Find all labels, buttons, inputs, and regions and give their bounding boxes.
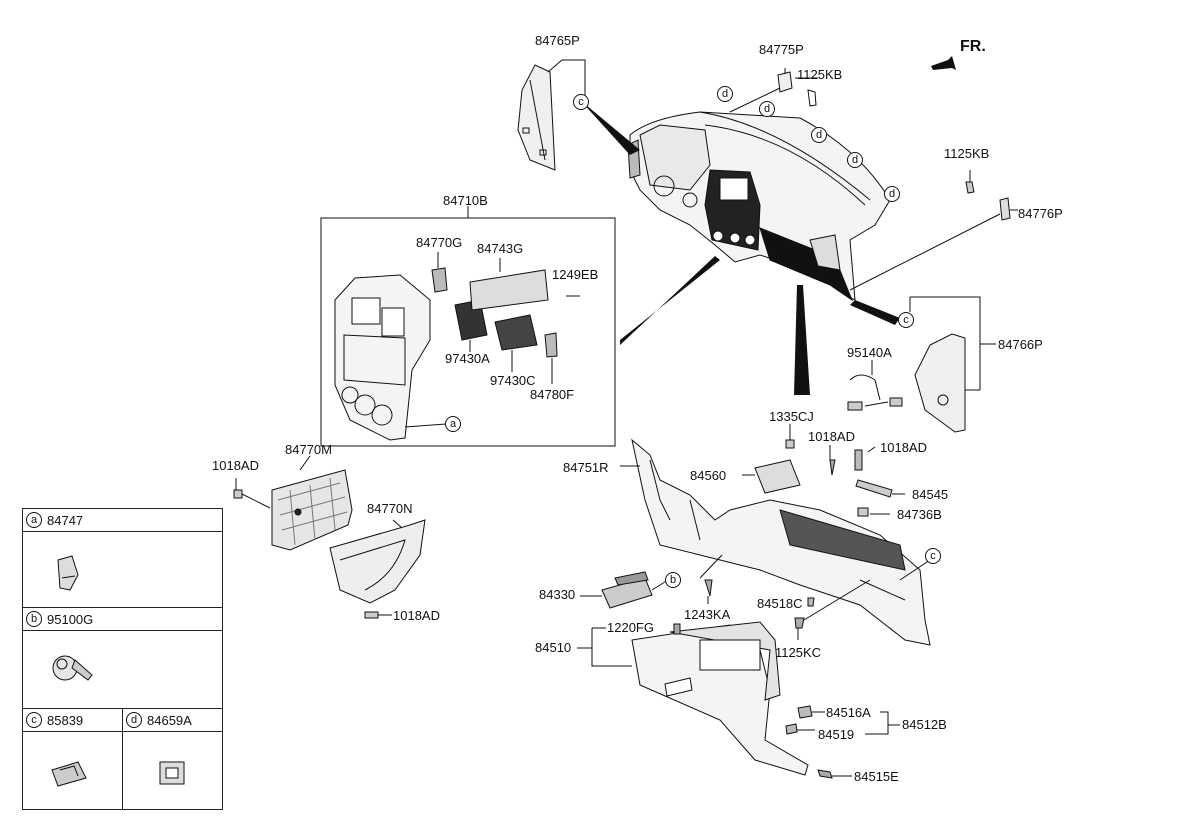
part-label-84515E: 84515E [854,769,899,784]
legend-letter-c: c [26,712,42,728]
center-fascia [334,274,447,441]
part-label-84510: 84510 [535,640,572,655]
part-label-1220FG: 1220FG [607,620,654,635]
part-label-84775P: 84775P [759,42,804,57]
clip-85839-icon [51,761,87,787]
callout-d-1: d [717,86,733,102]
part-label-84776P: 84776P [1018,206,1063,221]
part-label-1018AD-d: 1018AD [393,608,440,623]
part-label-1335CJ: 1335CJ [769,409,814,424]
legend-letter-b: b [26,611,42,627]
legend-code-c: 85839 [47,713,84,728]
air-vent-97430C [494,314,538,351]
part-label-84770M: 84770M [285,442,332,457]
part-label-1243KA: 1243KA [684,607,731,622]
legend-cell-c: c 85839 [22,708,123,810]
part-label-1018AD-c: 1018AD [212,458,259,473]
callout-legend: a 84747 b 95100G c 85839 d 84659A [22,508,223,810]
callout-d-5: d [884,186,900,202]
dashboard-upper-panel [627,111,891,302]
front-direction-label: FR. [960,38,986,55]
legend-letter-d: d [126,712,142,728]
part-label-84516A: 84516A [826,705,871,720]
grommet-84659A-icon [159,761,185,785]
legend-cell-b: b 95100G [22,607,223,709]
part-label-84519: 84519 [818,727,855,742]
side-trim-right [914,333,966,433]
part-label-1125KB-b: 1125KB [944,146,990,161]
glove-box-84510 [631,621,809,776]
lower-panel-84770N [329,519,426,604]
part-label-1249EB: 1249EB [552,267,599,282]
part-label-84545: 84545 [912,487,949,502]
part-label-84743G: 84743G [477,241,524,256]
callout-a: a [445,416,461,432]
part-label-1018AD-b: 1018AD [880,440,927,455]
part-label-84765P: 84765P [535,33,580,48]
part-label-1125KB: 1125KB [797,67,843,82]
front-arrow-icon [931,56,956,70]
callout-d-2: d [759,101,775,117]
lower-crash-pad [631,438,931,646]
cluster-hood-84743G [469,269,549,311]
part-label-84512B: 84512B [902,717,947,732]
part-label-84770G: 84770G [416,235,463,250]
part-label-84770N: 84770N [367,501,413,516]
legend-cell-d: d 84659A [122,708,223,810]
lower-panel-84770M [271,469,353,551]
part-label-84780F: 84780F [530,387,575,402]
part-label-84766P: 84766P [998,337,1043,352]
part-label-95140A: 95140A [847,345,892,360]
legend-letter-a: a [26,512,42,528]
callout-d-4: d [847,152,863,168]
part-label-1018AD-a: 1018AD [808,429,855,444]
part-label-97430A: 97430A [445,351,490,366]
bracket-84775P [777,71,817,107]
wiring-95140A [847,374,903,411]
clip-84747-icon [57,555,79,591]
legend-code-b: 95100G [47,612,94,627]
part-label-84736B: 84736B [897,507,942,522]
part-label-84518C: 84518C [757,596,803,611]
legend-cell-a: a 84747 [22,508,223,608]
callout-d-3: d [811,127,827,143]
callout-c-right: c [898,312,914,328]
part-label-1125KC: 1125KC [775,645,822,660]
switch-95100G-icon [52,655,93,681]
callout-b: b [665,572,681,588]
legend-code-d: 84659A [147,713,192,728]
callout-c-lower: c [925,548,941,564]
part-label-84751R: 84751R [563,460,609,475]
part-label-84560: 84560 [690,468,727,483]
part-label-84330: 84330 [539,587,576,602]
bracket-84560 [754,459,801,494]
callout-c-left: c [573,94,589,110]
side-trim-left [517,64,556,171]
tray-84330 [601,571,653,609]
part-label-97430C: 97430C [490,373,536,388]
legend-code-a: 84747 [47,513,84,528]
part-label-84710B: 84710B [443,193,488,208]
